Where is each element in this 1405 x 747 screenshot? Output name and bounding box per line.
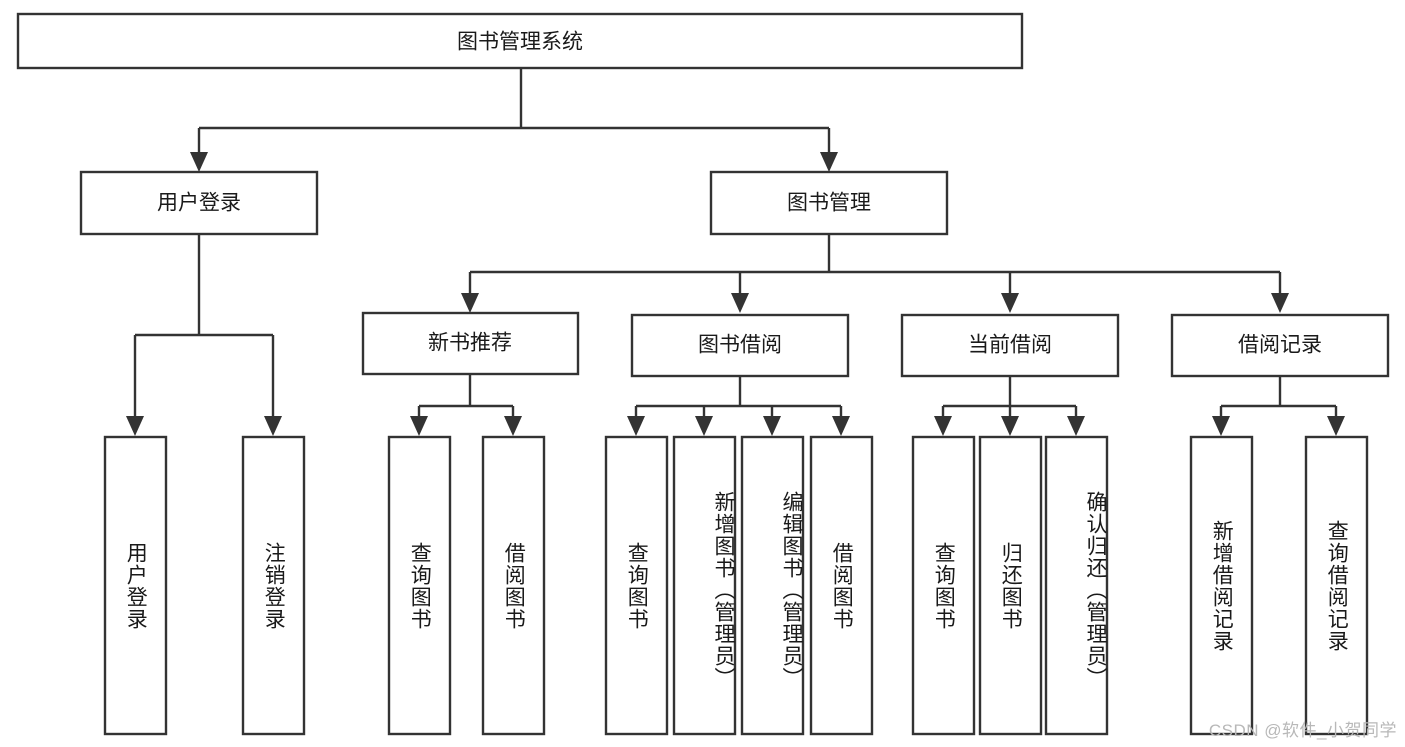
node-leaf-borrow-book-1[interactable] [481, 435, 546, 736]
node-book-management-label: 图书管理 [787, 192, 871, 215]
node-leaf-query-book-3[interactable] [911, 435, 976, 736]
arrowhead-leaf-confirm-return [1067, 416, 1085, 436]
arrowhead-leaf-return-book [1001, 416, 1019, 436]
node-leaf-edit-book[interactable] [740, 435, 805, 736]
connector-group-borrow-record [1212, 376, 1345, 436]
arrowhead-current-borrow [1001, 293, 1019, 313]
node-root-label: 图书管理系统 [457, 31, 583, 54]
arrowhead-leaf-user-login [126, 416, 144, 436]
node-book-borrow[interactable] [630, 313, 850, 378]
connector-group-book-management [461, 234, 1289, 313]
node-user-login-label: 用户登录 [157, 192, 241, 215]
arrowhead-book-management [820, 152, 838, 172]
node-leaf-add-book-label: 新增图书（管理员） [712, 490, 735, 689]
node-current-borrow-label: 当前借阅 [968, 334, 1052, 357]
arrowhead-leaf-query-book-1 [410, 416, 428, 436]
node-leaf-return-book[interactable] [978, 435, 1043, 736]
node-leaf-edit-book-label: 编辑图书（管理员） [780, 490, 803, 689]
node-leaf-borrow-book-2-label: 借阅图书 [830, 541, 854, 630]
node-leaf-query-record[interactable] [1304, 435, 1369, 736]
connector-group-user-login [126, 234, 282, 436]
node-leaf-logout-login[interactable] [241, 435, 306, 736]
node-leaf-query-record-label: 查询借阅记录 [1325, 519, 1349, 652]
node-current-borrow[interactable] [900, 313, 1120, 378]
node-user-login[interactable] [79, 170, 319, 236]
arrowhead-leaf-query-book-3 [934, 416, 952, 436]
node-book-management[interactable] [709, 170, 949, 236]
arrowhead-leaf-logout-login [264, 416, 282, 436]
node-leaf-borrow-book-2[interactable] [809, 435, 874, 736]
connector-group-root [190, 68, 838, 172]
node-borrow-record[interactable] [1170, 313, 1390, 378]
csdn-watermark: CSDN @软件_小贺同学 [1208, 721, 1397, 740]
arrowhead-leaf-add-book [695, 416, 713, 436]
node-book-borrow-label: 图书借阅 [698, 334, 782, 357]
arrowhead-leaf-query-book-2 [627, 416, 645, 436]
arrowhead-borrow-record [1271, 293, 1289, 313]
node-root[interactable] [16, 12, 1024, 70]
connector-group-new-book-recommend [410, 374, 522, 436]
node-leaf-confirm-return[interactable] [1044, 435, 1109, 736]
node-leaf-confirm-return-label: 确认归还（管理员） [1084, 490, 1107, 689]
node-leaf-query-book-2-label: 查询图书 [625, 541, 649, 630]
node-leaf-add-book[interactable] [672, 435, 737, 736]
node-leaf-query-book-3-label: 查询图书 [932, 541, 956, 630]
node-leaf-logout-login-label: 注销登录 [262, 541, 286, 630]
arrowhead-leaf-borrow-book-2 [832, 416, 850, 436]
node-leaf-user-login-label: 用户登录 [124, 541, 148, 630]
connector-group-current-borrow [934, 376, 1085, 436]
node-leaf-user-login[interactable] [103, 435, 168, 736]
node-leaf-query-book-1[interactable] [387, 435, 452, 736]
node-new-book-recommend-label: 新书推荐 [428, 332, 512, 355]
arrowhead-leaf-query-record [1327, 416, 1345, 436]
node-leaf-return-book-label: 归还图书 [999, 541, 1023, 630]
node-new-book-recommend[interactable] [361, 311, 580, 376]
arrowhead-leaf-add-record [1212, 416, 1230, 436]
node-leaf-query-book-1-label: 查询图书 [408, 541, 432, 630]
node-leaf-add-record[interactable] [1189, 435, 1254, 736]
arrowhead-leaf-edit-book [763, 416, 781, 436]
arrowhead-new-book-recommend [461, 293, 479, 313]
connector-group-book-borrow [627, 376, 850, 436]
node-leaf-borrow-book-1-label: 借阅图书 [502, 541, 526, 630]
node-leaf-query-book-2[interactable] [604, 435, 669, 736]
arrowhead-book-borrow [731, 293, 749, 313]
node-borrow-record-label: 借阅记录 [1238, 334, 1322, 357]
node-leaf-add-record-label: 新增借阅记录 [1210, 519, 1234, 652]
arrowhead-leaf-borrow-book-1 [504, 416, 522, 436]
arrowhead-user-login [190, 152, 208, 172]
